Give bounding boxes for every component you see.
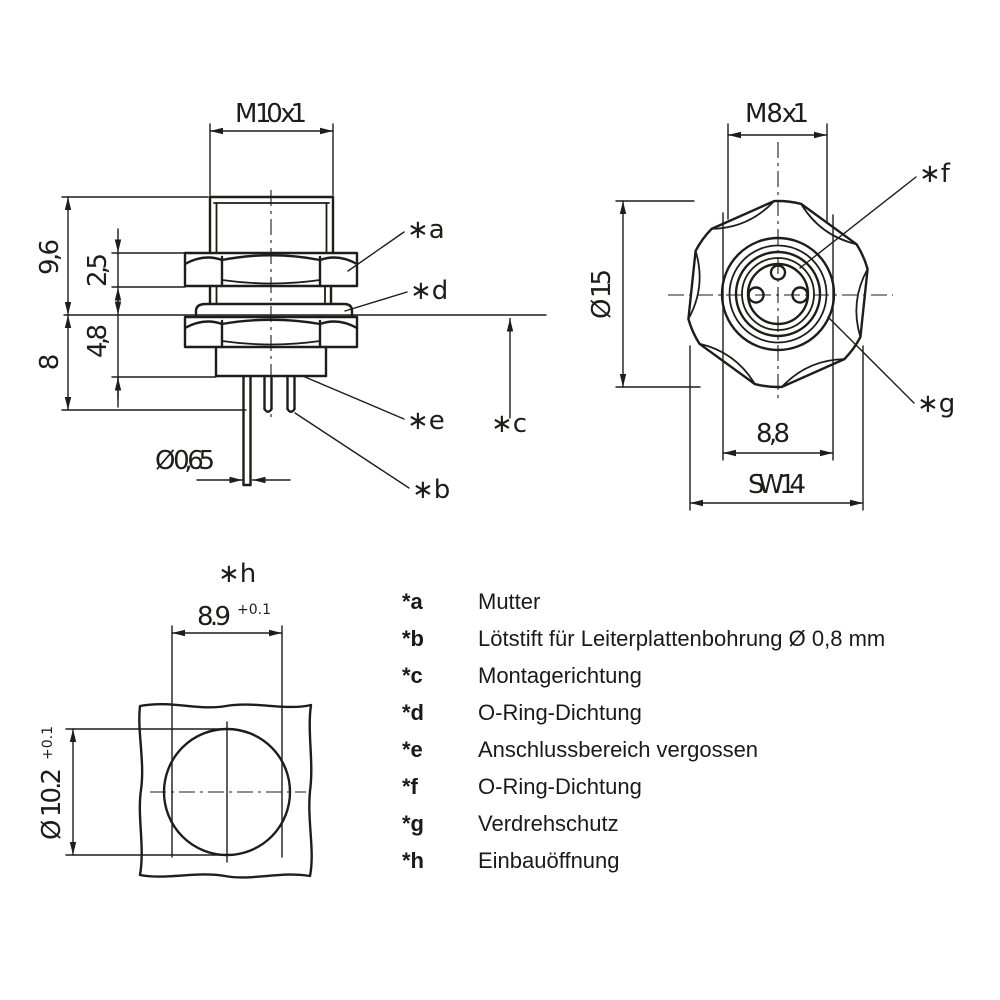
o-ring-seal — [194, 302, 354, 319]
callout-a: ∗a — [407, 215, 445, 245]
callout-e: ∗e — [407, 406, 445, 436]
legend-key: *g — [402, 811, 424, 836]
legend-key: *f — [402, 774, 418, 799]
solder-pins — [242, 374, 296, 487]
leader-e — [304, 376, 405, 420]
legend-label: O-Ring-Dichtung — [478, 700, 642, 725]
side-view: M 10 x1 — [35, 99, 547, 505]
side-dim-4-8: 4,8 — [83, 324, 113, 358]
cutout-dim-diameter: Ø 10.2 — [37, 768, 67, 840]
legend-row: *g Verdrehschutz — [402, 811, 885, 848]
legend-label: Anschlussbereich vergossen — [478, 737, 759, 762]
cutout-view: 8.9 +0.1 Ø 10.2 +0.1 ∗h — [37, 559, 313, 879]
legend-label: Mutter — [478, 589, 541, 614]
legend-key: *b — [402, 626, 424, 651]
leader-f — [799, 176, 917, 269]
leader-g — [827, 316, 915, 404]
callout-f: ∗f — [919, 159, 951, 189]
front-view: M 8 x1 Ø 15 8,8 — [587, 99, 955, 511]
side-dim-8: 8 — [35, 354, 65, 371]
legend-label: Lötstift für Leiterplattenbohrung Ø 0,8 … — [478, 626, 886, 651]
front-dim-flange: Ø 15 — [587, 269, 617, 319]
cutout-dim-width-tol: +0.1 — [237, 602, 271, 618]
legend-label: Verdrehschutz — [478, 811, 619, 836]
legend-row: *f O-Ring-Dichtung — [402, 774, 885, 811]
leader-d — [344, 291, 408, 312]
callout-d: ∗d — [410, 276, 448, 306]
leader-a — [347, 231, 405, 272]
nut-rear — [183, 315, 359, 349]
front-thread-dim: M 8 x1 — [745, 99, 809, 129]
legend-key: *c — [402, 663, 423, 688]
side-dim-pin: Ø 0,65 — [155, 446, 215, 476]
legend-label: O-Ring-Dichtung — [478, 774, 642, 799]
legend-row: *c Montagerichtung — [402, 663, 885, 700]
callout-b: ∗b — [412, 475, 450, 505]
legend-row: *a Mutter — [402, 589, 885, 626]
cutout-dim-diameter-tol: +0.1 — [40, 726, 56, 760]
legend-key: *d — [402, 700, 424, 725]
side-dim-9-6: 9,6 — [35, 239, 65, 275]
cutout-dim-width: 8.9 — [197, 602, 231, 632]
legend-key: *h — [402, 848, 424, 873]
nut-front — [183, 251, 359, 288]
legend-key: *a — [402, 589, 423, 614]
panel-plate — [138, 702, 313, 879]
legend: *a Mutter *b Lötstift für Leiterplattenboh… — [402, 589, 885, 885]
legend-row: *d O-Ring-Dichtung — [402, 700, 885, 737]
legend-label: Einbauöffnung — [478, 848, 620, 873]
side-thread-dim: M 10 x1 — [235, 99, 307, 129]
callout-g: ∗g — [917, 389, 955, 419]
legend-key: *e — [402, 737, 423, 762]
front-dim-flat: 8,8 — [756, 419, 790, 449]
legend-row: *e Anschlussbereich vergossen — [402, 737, 885, 774]
legend-row: *b Lötstift für Leiterplattenbohrung Ø 0,… — [402, 626, 885, 663]
leader-b — [294, 412, 410, 489]
callout-c: ∗c — [491, 409, 527, 439]
side-dim-2-5: 2,5 — [83, 253, 113, 287]
front-dim-wrench: SW 14 — [748, 470, 806, 500]
legend-row: *h Einbauöffnung — [402, 848, 885, 885]
legend-label: Montagerichtung — [478, 663, 642, 688]
callout-h: ∗h — [218, 559, 256, 589]
